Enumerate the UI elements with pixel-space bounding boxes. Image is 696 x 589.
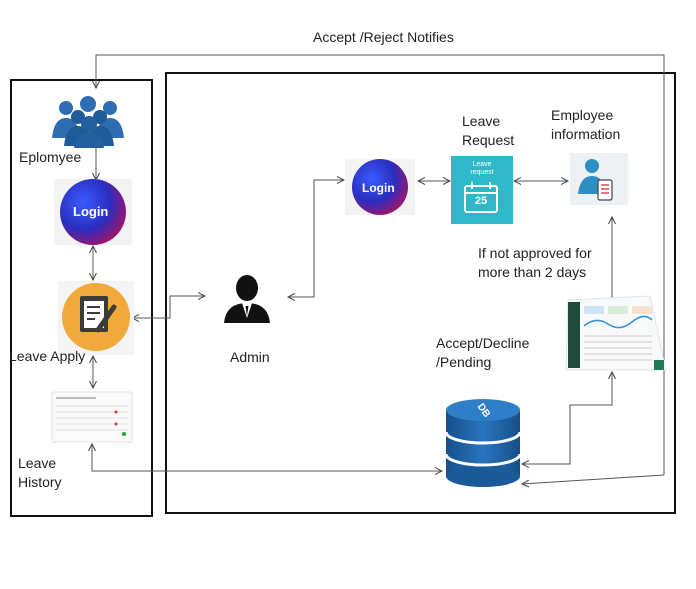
- database-icon: [444, 399, 522, 487]
- dashboard-thumbnail-icon: [565, 295, 667, 371]
- accept-decline-label: Accept/Decline /Pending: [436, 335, 530, 370]
- login-right-icon: [345, 159, 415, 215]
- arrow-admin-login: [288, 180, 344, 297]
- leave-history-label: Leave History: [18, 455, 62, 490]
- employee-info-label: Employee information: [551, 107, 621, 142]
- not-approved-label: If not approved for more than 2 days: [478, 245, 592, 280]
- document-pen-icon: [58, 281, 134, 355]
- diagram-title: Accept /Reject Notifies: [313, 29, 454, 45]
- leave-request-tile-text: Leave request: [470, 161, 494, 176]
- arrow-history-db: [92, 444, 442, 471]
- person-suit-icon: [224, 275, 270, 323]
- employee-profile-icon: [570, 153, 628, 205]
- calendar-icon: [451, 156, 513, 224]
- accept-reject-notify-line: [96, 54, 665, 484]
- table-thumbnail-icon: [51, 391, 133, 443]
- login-left-label: Login: [73, 204, 109, 219]
- login-left-icon: [54, 179, 132, 245]
- login-right-label: Login: [362, 181, 395, 195]
- people-group-icon: [46, 94, 130, 148]
- leave-request-tile-number: 25: [474, 195, 488, 207]
- leave-apply-label: Leave Apply: [9, 348, 86, 364]
- leave-request-label: Leave Request: [462, 113, 515, 148]
- admin-label: Admin: [230, 349, 270, 365]
- arrow-db-dashboard: [522, 372, 612, 464]
- employee-label: Eplomyee: [19, 149, 82, 165]
- arrow-apply-admin: [132, 296, 205, 318]
